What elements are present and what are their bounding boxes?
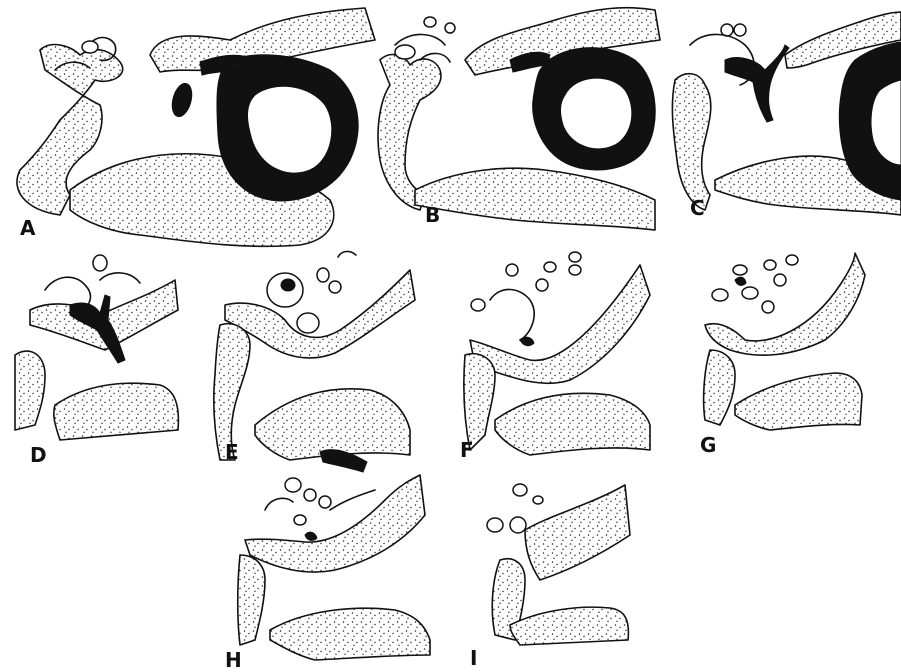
panel-a-dark-ring: [217, 55, 358, 201]
panel-i-label: I: [470, 648, 477, 668]
panel-a-label: A: [20, 218, 35, 238]
panel-h-vessel-4: [319, 496, 331, 508]
panel-h-vessel-2: [304, 489, 316, 501]
panel-e-dark-lumen: [281, 279, 295, 291]
panel-a-small-vessel: [82, 41, 98, 53]
panel-g-dark-mass: [735, 277, 746, 285]
panel-h: H: [225, 440, 440, 671]
panel-h-label: H: [225, 650, 242, 670]
panel-e-vessel-2: [297, 313, 319, 333]
panel-c-label: C: [690, 198, 705, 218]
panel-g-upper-tissue: [705, 253, 865, 355]
panel-f-dark-mass: [520, 337, 534, 346]
panel-g-lower-tissue: [735, 373, 862, 430]
panel-g: G: [690, 245, 901, 475]
panel-h-vessel-3: [294, 515, 306, 525]
panel-f-vessel-5: [536, 279, 548, 291]
panel-h-vessel-1: [285, 478, 301, 492]
panel-f-left-fold: [464, 354, 495, 450]
panel-c: C: [665, 0, 901, 250]
panel-h-upper-tissue: [245, 475, 425, 572]
panel-i-drawing: [470, 470, 650, 671]
panel-i-vessel-1: [487, 518, 503, 532]
panel-h-dark-mass: [305, 532, 317, 540]
panel-i-vessel-2: [510, 517, 526, 533]
panel-d: D: [0, 245, 190, 465]
panel-f-vessel-4: [569, 265, 581, 275]
panel-b-label: B: [425, 205, 440, 225]
panel-h-dark-band: [320, 450, 367, 472]
panel-g-vessel-6: [762, 301, 774, 313]
panel-e-vessel-3: [317, 268, 329, 282]
panel-h-lower-tissue: [270, 608, 430, 660]
panel-f-vessel-2: [544, 262, 556, 272]
panel-b-lower-tissue: [415, 168, 655, 230]
panel-c-left-fold: [672, 74, 710, 210]
panel-f-fold-outline: [490, 289, 534, 340]
panel-b-dark-ring: [533, 48, 656, 170]
panel-i: I: [470, 470, 650, 671]
panel-i-vessel-4: [533, 496, 543, 504]
panel-g-left-fold: [704, 350, 735, 425]
panel-g-vessel-7: [712, 289, 728, 301]
panel-i-lower-tissue: [510, 607, 628, 645]
panel-b-vessel-2: [424, 17, 436, 27]
panel-a-small-dark-mass: [169, 81, 195, 119]
panel-g-vessel-1: [733, 265, 747, 275]
panel-d-lower-tissue: [54, 383, 179, 440]
panel-g-vessel-4: [774, 274, 786, 286]
panel-c-dark-wedge: [725, 45, 789, 122]
panel-d-vessel-1: [93, 255, 107, 271]
panel-h-left-tissue: [238, 555, 265, 645]
panel-g-vessel-2: [764, 260, 776, 270]
panel-f-label: F: [460, 440, 474, 460]
panel-b: B: [375, 0, 665, 250]
panel-d-left-tissue: [15, 351, 45, 430]
panel-f-drawing: [450, 245, 660, 475]
panel-d-label: D: [30, 445, 47, 465]
panel-b-vessel-3: [445, 23, 455, 33]
panel-c-vessel-2: [734, 24, 746, 36]
panel-g-label: G: [700, 435, 716, 455]
panel-b-vessel-1: [395, 45, 415, 59]
panel-e-vessel-4: [329, 281, 341, 293]
panel-d-drawing: [0, 245, 190, 465]
panel-f-upper-tissue: [470, 265, 650, 383]
panel-h-drawing: [225, 440, 440, 671]
panel-a-drawing: [0, 0, 380, 250]
panel-e-top-arc: [338, 251, 356, 257]
panel-g-vessel-5: [742, 287, 758, 299]
panel-f-lower-tissue: [495, 393, 650, 455]
panel-g-vessel-3: [786, 255, 798, 265]
panel-i-vessel-3: [513, 484, 527, 496]
panel-e-upper-tissue: [225, 270, 415, 358]
panel-a: A: [0, 0, 380, 250]
panel-f-vessel-3: [569, 252, 581, 262]
panel-f-vessel-6: [471, 299, 485, 311]
panel-b-drawing: [375, 0, 665, 250]
panel-f: F: [450, 245, 660, 475]
panel-f-vessel-1: [506, 264, 518, 276]
panel-g-drawing: [690, 245, 901, 475]
